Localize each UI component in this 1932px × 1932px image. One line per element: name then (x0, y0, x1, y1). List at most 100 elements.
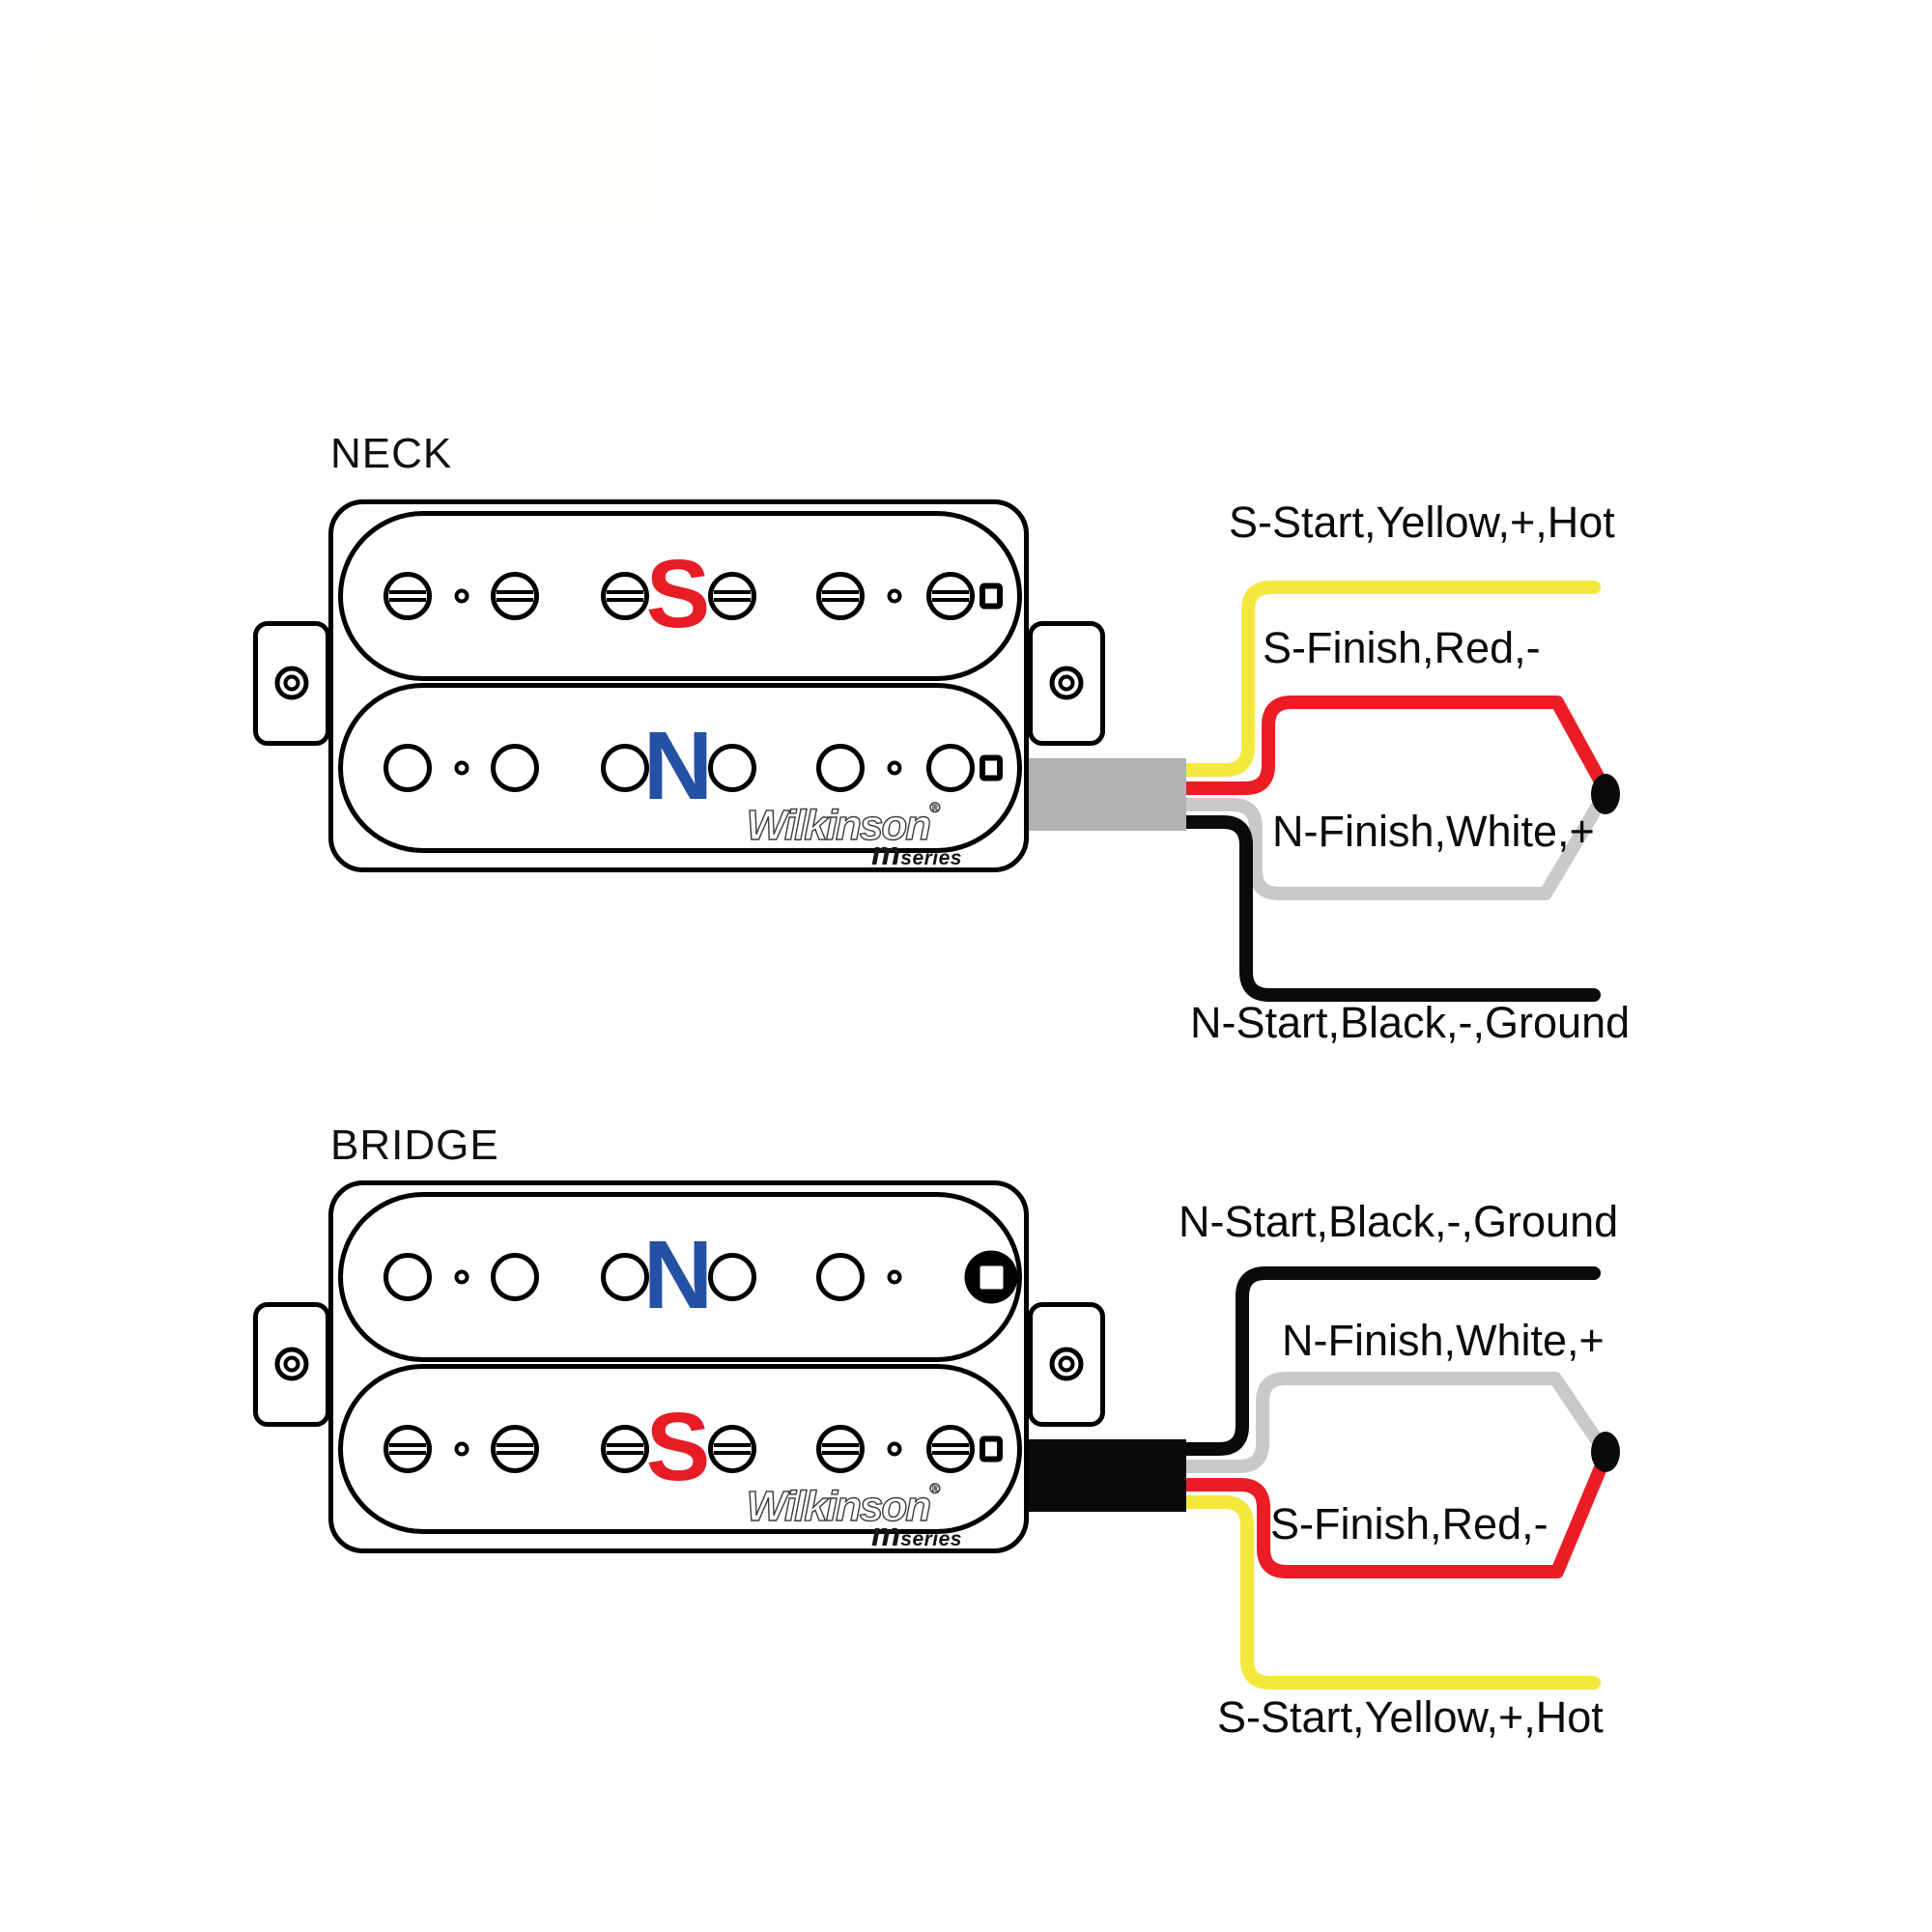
bridge-pickup-cable (1022, 1439, 1186, 1512)
small-dot-pole-icon (887, 588, 902, 604)
screw-slot-icon (714, 1443, 751, 1455)
magnet-polarity-letter-n: N (642, 1221, 714, 1329)
neck-section-label: NECK (330, 430, 453, 477)
screw-slot-icon (607, 590, 643, 602)
small-dot-pole-icon (887, 1441, 902, 1457)
screw-pole-icon (926, 1425, 975, 1473)
slug-pole-icon (926, 744, 975, 792)
screw-pole-icon (816, 572, 865, 620)
magnet-polarity-letter-s: S (645, 1393, 711, 1501)
disc-terminal-icon (964, 1250, 1018, 1304)
m-series-m: m (871, 1517, 901, 1553)
bridge-left-mounting-ear (253, 1302, 330, 1427)
slug-pole-icon (816, 1253, 865, 1301)
magnet-polarity-letter-s: S (645, 540, 711, 648)
screw-pole-icon (816, 1425, 865, 1473)
wilkinson-logo-text: Wilkinson® (717, 800, 968, 849)
screw-slot-icon (822, 1443, 859, 1455)
wilkinson-logo-text: Wilkinson® (717, 1481, 968, 1530)
mounting-screw-hole-inner-icon (283, 1355, 300, 1373)
wilkinson-logo: Wilkinson®mseries (717, 1482, 968, 1551)
m-series-word: series (900, 1528, 962, 1550)
screw-pole-icon (601, 1425, 649, 1473)
bridge-yellow-wire-label: S-Start,Yellow,+,Hot (1217, 1692, 1604, 1742)
screw-pole-icon (708, 572, 756, 620)
disc-terminal-hole-icon (980, 1265, 1003, 1289)
screw-pole-icon (926, 572, 975, 620)
m-series-word: series (900, 847, 962, 869)
neck-right-mounting-ear (1028, 621, 1105, 746)
screw-pole-icon (601, 572, 649, 620)
neck-pickup-cable (1022, 758, 1186, 831)
brand-name-text: Wilkinson (746, 802, 932, 849)
small-dot-pole-icon (887, 760, 902, 776)
small-dot-pole-icon (454, 760, 469, 776)
screw-pole-icon (708, 1425, 756, 1473)
neck-yellow-wire-label: S-Start,Yellow,+,Hot (1229, 497, 1615, 547)
bridge-yellow-wire (1167, 1495, 1601, 1690)
screw-pole-icon (491, 572, 539, 620)
bridge-red-wire (1167, 1447, 1613, 1578)
small-dot-pole-icon (887, 1269, 902, 1285)
small-dot-pole-icon (454, 1269, 469, 1285)
slug-pole-icon (491, 1253, 539, 1301)
mounting-screw-hole-inner-icon (1058, 1355, 1075, 1373)
m-series-logo-text: mseries (717, 1519, 968, 1551)
neck-red-wire (1167, 696, 1613, 799)
neck-left-mounting-ear (253, 621, 330, 746)
slug-pole-icon (384, 1253, 432, 1301)
bridge-black-wire (1167, 1266, 1601, 1456)
screw-slot-icon (932, 1443, 969, 1455)
screw-slot-icon (822, 590, 859, 602)
mounting-screw-hole-inner-icon (1058, 674, 1075, 692)
screw-slot-icon (389, 1443, 426, 1455)
square-terminal-icon (980, 1435, 1003, 1463)
bridge-bottom-coil (338, 1364, 1022, 1534)
small-dot-pole-icon (454, 588, 469, 604)
magnet-polarity-letter-n: N (642, 712, 714, 820)
screw-pole-icon (384, 1425, 432, 1473)
bridge-red-wire-label: S-Finish,Red,- (1270, 1499, 1548, 1548)
neck-red-wire-label: S-Finish,Red,- (1263, 623, 1541, 672)
neck-yellow-wire (1167, 581, 1601, 777)
screw-pole-icon (491, 1425, 539, 1473)
neck-white-wire (1167, 789, 1610, 900)
slug-pole-icon (708, 1253, 756, 1301)
slug-pole-icon (601, 1253, 649, 1301)
screw-slot-icon (389, 590, 426, 602)
neck-black-wire-label: N-Start,Black,-,Ground (1190, 998, 1631, 1047)
bridge-black-wire-label: N-Start,Black,-,Ground (1179, 1197, 1619, 1246)
screw-slot-icon (497, 590, 533, 602)
mounting-screw-hole-inner-icon (283, 674, 300, 692)
screw-pole-icon (384, 572, 432, 620)
square-terminal-icon (980, 754, 1003, 781)
neck-white-wire-label: N-Finish,White,+ (1272, 807, 1595, 856)
neck-solder-joint-dot (1591, 774, 1620, 814)
bridge-section-label: BRIDGE (330, 1122, 499, 1169)
neck-bottom-coil (338, 683, 1022, 853)
screw-slot-icon (497, 1443, 533, 1455)
slug-pole-icon (601, 744, 649, 792)
slug-pole-icon (384, 744, 432, 792)
registered-mark-icon: ® (929, 800, 941, 816)
bridge-white-wire-label: N-Finish,White,+ (1282, 1316, 1605, 1365)
screw-slot-icon (714, 590, 751, 602)
registered-mark-icon: ® (929, 1481, 941, 1497)
neck-top-coil (338, 511, 1022, 681)
wilkinson-logo: Wilkinson®mseries (717, 801, 968, 870)
m-series-logo-text: mseries (717, 838, 968, 870)
neck-black-wire (1167, 815, 1601, 1002)
faded-watermark-block (39, 39, 657, 227)
square-terminal-icon (980, 582, 1003, 610)
slug-pole-icon (491, 744, 539, 792)
screw-slot-icon (607, 1443, 643, 1455)
m-series-m: m (871, 836, 901, 872)
mounting-screw-hole-icon (274, 1347, 309, 1381)
bridge-white-wire (1167, 1372, 1610, 1473)
bridge-top-coil (338, 1192, 1022, 1362)
brand-name-text: Wilkinson (746, 1483, 932, 1530)
bridge-solder-joint-dot (1591, 1432, 1620, 1472)
screw-slot-icon (932, 590, 969, 602)
